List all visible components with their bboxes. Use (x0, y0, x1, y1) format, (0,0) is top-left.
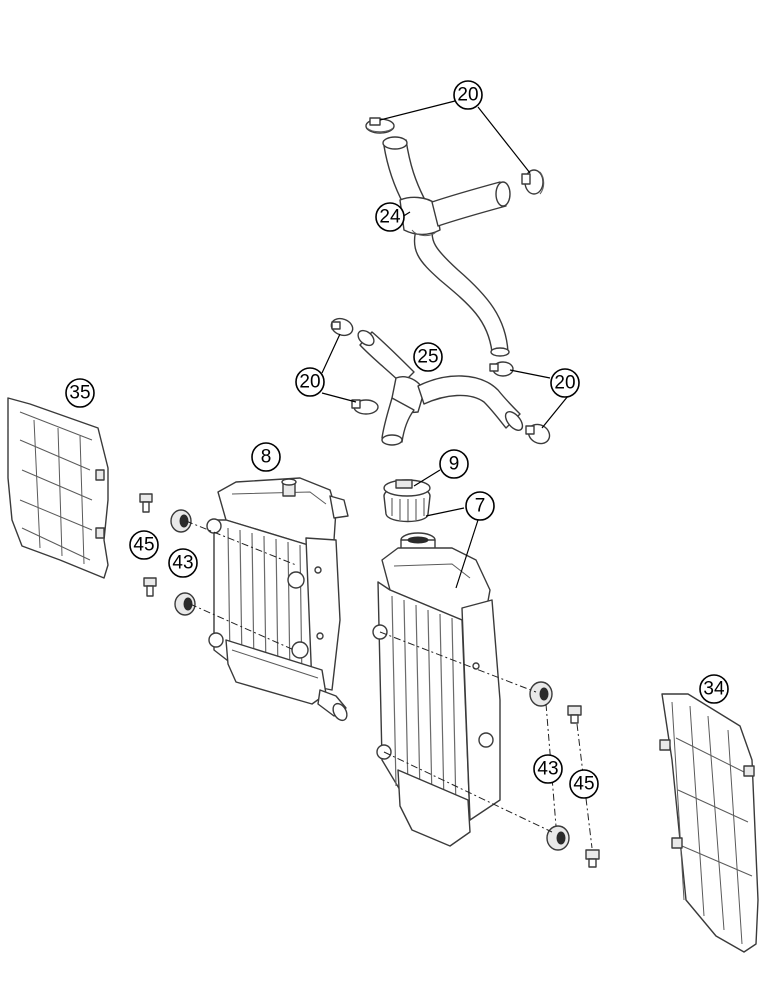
callout-34: 34 (699, 674, 729, 704)
hose-clamp-lower-1 (330, 317, 354, 337)
callout-8: 8 (251, 442, 281, 472)
grommet-43-left-upper (170, 509, 192, 533)
svg-text:43: 43 (537, 759, 558, 780)
callout-45-right: 45 (569, 769, 599, 799)
svg-text:45: 45 (573, 774, 594, 795)
hose-clamp-lower-2 (351, 399, 379, 415)
radiator-cap-9 (383, 479, 431, 523)
callout-9: 9 (439, 449, 469, 479)
callout-25: 25 (413, 342, 443, 372)
left-shroud-35 (7, 397, 109, 579)
upper-hose-24 (382, 136, 511, 357)
svg-text:24: 24 (379, 207, 401, 228)
callout-35: 35 (65, 378, 95, 408)
lower-hose-25 (357, 329, 524, 446)
callout-20-right: 20 (550, 368, 580, 398)
bolt-45-right-upper (567, 705, 582, 724)
right-shroud-34 (659, 693, 759, 953)
right-radiator-7 (372, 532, 501, 847)
hose-clamp-upper-left (365, 117, 395, 134)
callout-45-left: 45 (129, 530, 159, 560)
svg-text:35: 35 (69, 383, 90, 404)
callout-43-left: 43 (168, 548, 198, 578)
bolt-45-right-lower (585, 849, 600, 868)
svg-text:43: 43 (172, 553, 193, 574)
svg-text:45: 45 (133, 535, 154, 556)
callout-20-top: 20 (453, 80, 483, 110)
callout-7: 7 (465, 491, 495, 521)
svg-text:20: 20 (457, 85, 478, 106)
callout-20-left: 20 (295, 367, 325, 397)
leader-lines (321, 100, 569, 589)
callout-24: 24 (375, 202, 405, 232)
svg-text:8: 8 (261, 447, 272, 468)
grommet-43-left-lower (174, 592, 196, 616)
callout-43-right: 43 (533, 754, 563, 784)
bolt-45-left-upper (139, 493, 153, 513)
svg-text:20: 20 (299, 372, 320, 393)
hose-clamp-lower-4 (525, 423, 551, 445)
bolt-45-left-lower (143, 577, 157, 597)
hose-clamp-upper-right (521, 169, 545, 195)
svg-text:20: 20 (554, 373, 575, 394)
svg-text:34: 34 (703, 679, 725, 700)
svg-text:9: 9 (449, 454, 460, 475)
svg-text:7: 7 (475, 496, 486, 517)
grommet-43-right-upper (529, 681, 553, 707)
left-radiator-8 (206, 477, 349, 722)
hose-clamp-lower-3 (489, 361, 514, 377)
grommet-43-right-lower (546, 825, 570, 851)
svg-text:25: 25 (417, 347, 438, 368)
